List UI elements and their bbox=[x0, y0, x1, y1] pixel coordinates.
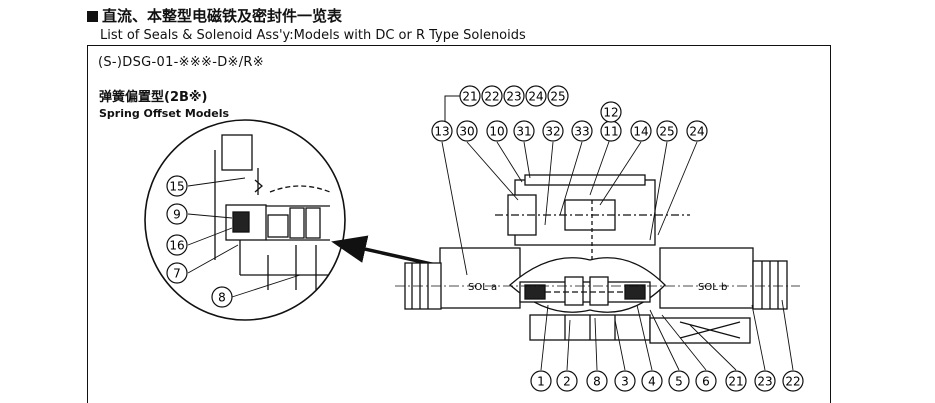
sol-b-label: SOL b bbox=[698, 282, 727, 293]
callout-number: 2 bbox=[563, 375, 571, 389]
callout-bottom-0: 1 bbox=[530, 370, 552, 392]
callout-number: 21 bbox=[462, 90, 477, 104]
callout-group-4: 25 bbox=[547, 85, 569, 107]
callout-top-1: 30 bbox=[456, 120, 478, 142]
detail-title-cn: 弹簧偏置型(2B※) bbox=[99, 90, 208, 105]
callout-number: 21 bbox=[728, 375, 743, 389]
callout-top-4: 32 bbox=[542, 120, 564, 142]
callout-number: 13 bbox=[434, 125, 449, 139]
leader-lines bbox=[187, 135, 794, 371]
callout-bottom-2: 8 bbox=[586, 370, 608, 392]
callout-number: 11 bbox=[603, 125, 618, 139]
page-title-en: List of Seals & Solenoid Ass'y:Models wi… bbox=[100, 28, 526, 43]
model-code: (S-)DSG-01-※※※-D※/R※ bbox=[98, 55, 264, 70]
callout-number: 14 bbox=[633, 125, 648, 139]
callout-number: 1 bbox=[537, 375, 545, 389]
callout-detail-0: 15 bbox=[166, 175, 188, 197]
callout-number: 3 bbox=[621, 375, 629, 389]
valve-assembly bbox=[395, 174, 800, 344]
callout-bottom-8: 23 bbox=[754, 370, 776, 392]
callout-number: 33 bbox=[574, 125, 589, 139]
callout-number: 12 bbox=[603, 106, 618, 120]
callout-number: 23 bbox=[506, 90, 521, 104]
callout-number: 10 bbox=[489, 125, 504, 139]
callout-number: 31 bbox=[516, 125, 531, 139]
callout-number: 16 bbox=[169, 239, 184, 253]
square-bullet-icon bbox=[87, 11, 98, 22]
callout-number: 24 bbox=[689, 125, 704, 139]
callout-number: 4 bbox=[648, 375, 656, 389]
title-cn-text: 直流、本整型电磁铁及密封件一览表 bbox=[102, 7, 343, 25]
callout-number: 25 bbox=[550, 90, 565, 104]
callout-top-8: 14 bbox=[630, 120, 652, 142]
callout-number: 24 bbox=[528, 90, 543, 104]
detail-title-en: Spring Offset Models bbox=[99, 107, 230, 120]
callout-number: 30 bbox=[459, 125, 474, 139]
diagram-frame bbox=[87, 45, 831, 403]
callout-group-2: 23 bbox=[503, 85, 525, 107]
callout-bottom-3: 3 bbox=[614, 370, 636, 392]
callout-detail-2: 16 bbox=[166, 234, 188, 256]
callout-bottom-7: 21 bbox=[725, 370, 747, 392]
callout-number: 6 bbox=[702, 375, 710, 389]
callout-detail-1: 9 bbox=[166, 203, 188, 225]
callout-bottom-9: 22 bbox=[782, 370, 804, 392]
page-title-cn: 直流、本整型电磁铁及密封件一览表 bbox=[87, 5, 342, 26]
callout-number: 9 bbox=[173, 208, 181, 222]
callout-bottom-5: 5 bbox=[668, 370, 690, 392]
detail-view bbox=[144, 119, 346, 321]
top-group-bracket bbox=[444, 95, 464, 125]
callout-top-3: 31 bbox=[513, 120, 535, 142]
callout-number: 22 bbox=[484, 90, 499, 104]
callout-top-5: 33 bbox=[571, 120, 593, 142]
callout-number: 15 bbox=[169, 180, 184, 194]
callout-detail-4: 8 bbox=[211, 286, 233, 308]
callout-top-7: 12 bbox=[600, 101, 622, 123]
callout-bottom-4: 4 bbox=[641, 370, 663, 392]
callout-number: 7 bbox=[173, 267, 181, 281]
callout-detail-3: 7 bbox=[166, 262, 188, 284]
callout-number: 32 bbox=[545, 125, 560, 139]
callout-group-0: 21 bbox=[459, 85, 481, 107]
callout-top-2: 10 bbox=[486, 120, 508, 142]
callout-top-6: 11 bbox=[600, 120, 622, 142]
callout-number: 25 bbox=[659, 125, 674, 139]
callout-number: 22 bbox=[785, 375, 800, 389]
callout-bottom-1: 2 bbox=[556, 370, 578, 392]
callout-number: 8 bbox=[218, 291, 226, 305]
callout-top-9: 25 bbox=[656, 120, 678, 142]
callout-top-0: 13 bbox=[431, 120, 453, 142]
callout-group-1: 22 bbox=[481, 85, 503, 107]
callout-number: 5 bbox=[675, 375, 683, 389]
callout-number: 23 bbox=[757, 375, 772, 389]
sol-a-label: SOL a bbox=[468, 282, 497, 293]
callout-number: 8 bbox=[593, 375, 601, 389]
callout-bottom-6: 6 bbox=[695, 370, 717, 392]
callout-top-10: 24 bbox=[686, 120, 708, 142]
callout-group-3: 24 bbox=[525, 85, 547, 107]
